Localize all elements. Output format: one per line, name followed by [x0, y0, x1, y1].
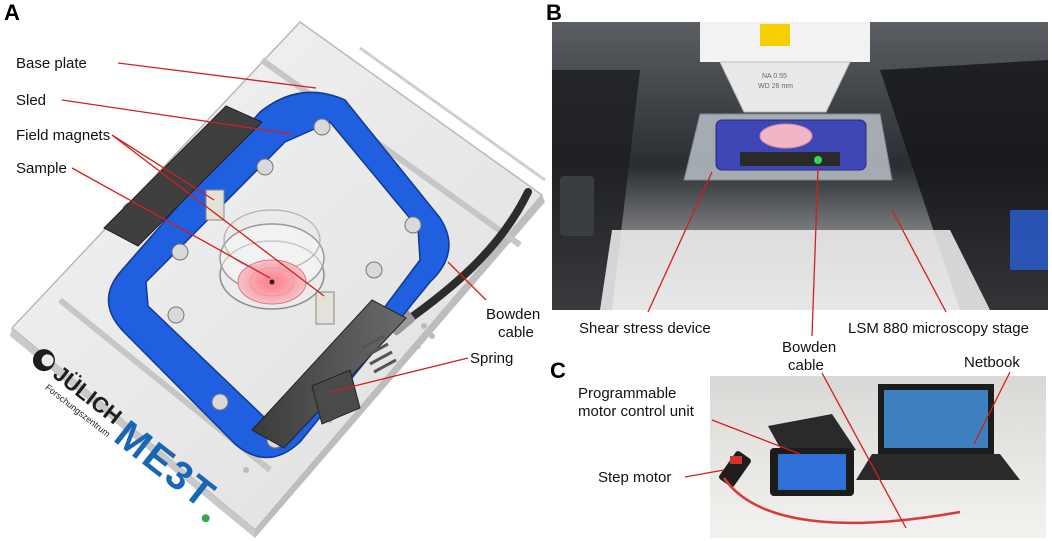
- label-base-plate: Base plate: [16, 55, 87, 72]
- label-control-unit-line2: motor control unit: [578, 403, 695, 420]
- base-plate-edge-right: [255, 195, 545, 538]
- enclosure-right-panel: [880, 60, 1048, 310]
- label-shear-stress-device: Shear stress device: [579, 320, 711, 337]
- objective-text-line2: WD 26 mm: [758, 83, 793, 90]
- objective-text-line1: NA 0.55: [762, 73, 787, 80]
- panel-a: A: [4, 0, 546, 538]
- label-spring: Spring: [470, 350, 513, 367]
- objective-body: [719, 61, 851, 113]
- step-motor-red-part: [730, 456, 742, 464]
- label-step-motor: Step motor: [598, 469, 671, 486]
- field-magnet-right: [315, 291, 335, 325]
- label-sample: Sample: [16, 160, 67, 177]
- control-unit-screen: [778, 454, 846, 490]
- label-lsm-stage: LSM 880 microscopy stage: [848, 320, 1029, 337]
- bowden-cable-a: [401, 188, 532, 326]
- leader-netbook: [973, 371, 1011, 445]
- stage-base: [600, 230, 990, 310]
- bowden-cable-c: [722, 477, 961, 525]
- leader-control-unit: [711, 419, 801, 455]
- device-green-marker: [814, 156, 822, 164]
- panel-letter-a: A: [4, 0, 20, 25]
- step-motor-body: [719, 451, 751, 487]
- leader-shear-stress-device: [647, 171, 713, 313]
- leader-bowden-cable-b: [811, 167, 819, 337]
- rail-groove-upper: [260, 57, 522, 248]
- spring-box: [311, 369, 361, 425]
- label-sled: Sled: [16, 92, 46, 109]
- base-plate-edge: [10, 328, 255, 538]
- rail-groove-edge: [359, 46, 546, 182]
- leader-field-magnet-left: [111, 134, 215, 201]
- label-netbook: Netbook: [964, 354, 1020, 371]
- leader-field-magnet-right: [111, 134, 325, 297]
- leader-bowden-cable-c: [821, 372, 907, 529]
- panel-letter-b: B: [546, 0, 562, 25]
- meet-logo-dot: [201, 514, 210, 523]
- panel-c: C Programmable motor control unit Step m…: [550, 354, 1046, 538]
- magnet-holder-right: [251, 299, 407, 449]
- objective-warning-label: [760, 24, 790, 46]
- leader-bowden-cable-a: [447, 261, 487, 301]
- label-field-magnets: Field magnets: [16, 127, 110, 144]
- panel-letter-c: C: [550, 358, 566, 383]
- label-bowden-cable-b-line2: cable: [788, 357, 824, 374]
- magnet-holder-left: [103, 105, 263, 247]
- leader-sled: [61, 99, 293, 135]
- label-bowden-cable-a-line2: cable: [498, 324, 534, 341]
- field-magnet-left: [205, 189, 225, 221]
- label-control-unit-line1: Programmable: [578, 385, 676, 402]
- leader-base-plate: [117, 62, 317, 89]
- label-bowden-cable-a-line1: Bowden: [486, 306, 540, 323]
- leader-sample: [71, 167, 271, 279]
- sample-dish: [219, 209, 325, 310]
- device-sample-dish: [759, 123, 813, 149]
- enclosure-handle: [560, 176, 594, 236]
- netbook-screen: [884, 390, 988, 448]
- netbook-keyboard: [856, 454, 1020, 480]
- device-rail: [740, 152, 840, 166]
- leader-step-motor: [684, 469, 725, 478]
- leader-lsm-stage: [891, 209, 947, 313]
- leader-spring: [329, 357, 469, 393]
- label-bowden-cable-b-line1: Bowden: [782, 339, 836, 356]
- enclosure-blue-light: [1010, 210, 1048, 270]
- panel-b: B NA 0.55 WD 26 mm Shear stress device B…: [546, 0, 1048, 374]
- spring-coil: [361, 334, 397, 374]
